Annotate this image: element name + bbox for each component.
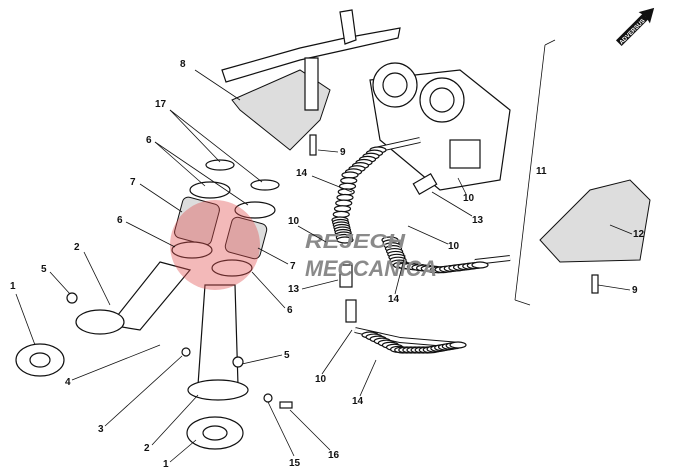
leader-line — [154, 141, 206, 187]
leader-line — [241, 354, 283, 365]
carburetors — [369, 62, 511, 191]
leader-line — [597, 284, 631, 291]
leader-line — [151, 394, 199, 446]
cover-right — [539, 179, 651, 263]
leader-line — [169, 439, 197, 463]
leader-line — [267, 401, 295, 457]
callout-5: 5 — [284, 350, 290, 361]
leader-line — [457, 177, 467, 195]
hoses — [331, 137, 511, 354]
callout-2: 2 — [74, 242, 80, 253]
leader-line — [194, 69, 241, 101]
leader-line — [154, 141, 249, 206]
leader-line — [394, 254, 406, 295]
hose-tube — [474, 256, 511, 264]
leader-line — [139, 183, 183, 213]
hose-coil — [471, 261, 489, 269]
callout-1: 1 — [10, 281, 16, 292]
callout-13: 13 — [472, 215, 484, 226]
leader-line — [609, 224, 633, 235]
fitting-13a — [339, 264, 353, 288]
callout-10: 10 — [288, 216, 300, 227]
callout-9: 9 — [340, 147, 346, 158]
leader-line — [15, 293, 36, 346]
intake-rubbers — [171, 159, 280, 277]
callout-14: 14 — [388, 294, 400, 305]
direction-arrow-icon: ADVERSUS — [615, 7, 655, 47]
callout-4: 4 — [65, 377, 71, 388]
callout-9: 9 — [632, 285, 638, 296]
callout-10: 10 — [315, 374, 327, 385]
bracket — [304, 57, 319, 111]
intake-pipes — [75, 261, 249, 401]
callout-1: 1 — [163, 459, 169, 470]
leader-line — [289, 409, 331, 451]
callout-17: 17 — [155, 99, 167, 110]
leader-line — [169, 109, 221, 163]
callout-15: 15 — [289, 458, 301, 469]
leader-line — [297, 225, 327, 243]
callout-2: 2 — [144, 443, 150, 454]
leader-line — [321, 329, 353, 375]
callout-3: 3 — [98, 424, 104, 435]
leader-line — [257, 247, 289, 265]
callout-7: 7 — [130, 177, 136, 188]
callout-7: 7 — [290, 261, 296, 272]
callout-8: 8 — [180, 59, 186, 70]
callout-16: 16 — [328, 450, 340, 461]
fitting-13b — [412, 172, 438, 196]
arrow-label: ADVERSUS — [619, 18, 647, 46]
callout-13: 13 — [288, 284, 300, 295]
hose-coil — [449, 341, 467, 349]
leader-line — [317, 149, 339, 153]
leader-line — [83, 251, 111, 306]
leader-line — [431, 191, 473, 217]
leader-line — [359, 359, 377, 397]
leader-line — [169, 109, 263, 183]
callout-14: 14 — [296, 168, 308, 179]
watermark: REJECH MECCANICA — [170, 200, 437, 290]
leader-line — [407, 225, 449, 245]
watermark-top-text: REJECH — [305, 231, 406, 253]
leader-line — [104, 355, 183, 427]
callout-14: 14 — [352, 396, 364, 407]
leader-line — [49, 271, 71, 295]
callout-12: 12 — [633, 229, 645, 240]
callout-6: 6 — [287, 305, 293, 316]
leader-line — [71, 344, 161, 381]
callout-10: 10 — [448, 241, 460, 252]
fitting-bottom — [345, 299, 357, 323]
callout-10: 10 — [463, 193, 475, 204]
leader-line — [251, 271, 286, 309]
watermark-bottom-text: MECCANICA — [305, 256, 437, 281]
hose-coil — [336, 236, 354, 244]
callout-6: 6 — [146, 135, 152, 146]
leader-line — [125, 221, 176, 248]
callout-5: 5 — [41, 264, 47, 275]
leader-line — [301, 279, 339, 290]
callout-11: 11 — [536, 166, 547, 177]
frame-tube — [221, 9, 401, 83]
leader-line — [311, 175, 353, 193]
callout-6: 6 — [117, 215, 123, 226]
